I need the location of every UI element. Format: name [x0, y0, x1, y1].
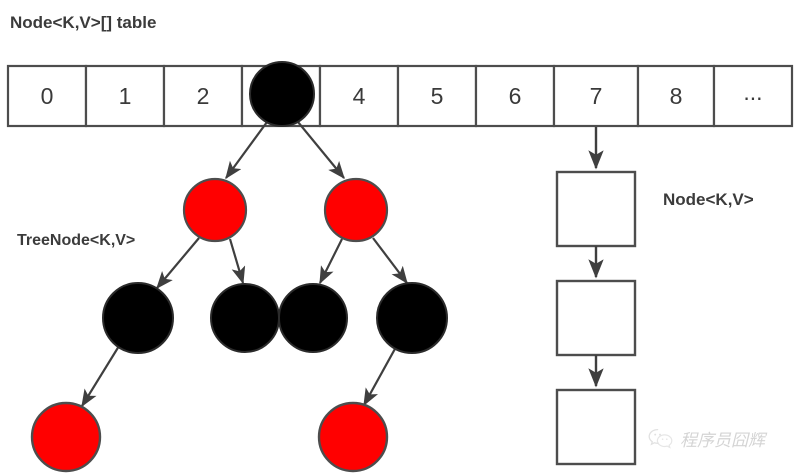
table-cell-0[interactable]	[6, 64, 88, 128]
tree-node-black-1[interactable]	[102, 282, 174, 354]
linked-list-chain	[555, 127, 637, 466]
tree-node-left-red[interactable]	[182, 177, 248, 243]
tree-nodes	[30, 61, 448, 473]
wechat-icon	[648, 428, 673, 449]
tree-node-black-4[interactable]	[376, 282, 448, 354]
table-cell-label-6: 6	[508, 83, 522, 109]
table-cell-label-9: ...	[743, 79, 763, 105]
node-label: Node<K,V>	[663, 190, 754, 209]
table-cell-6[interactable]	[474, 64, 556, 128]
edge-right-red-to-black-3	[319, 238, 343, 285]
table-cell-9[interactable]	[712, 64, 794, 128]
edge-right-red-to-black-4	[372, 237, 408, 285]
table-cell-4[interactable]	[318, 64, 400, 128]
table-cell-label-8: 8	[669, 83, 683, 109]
watermark: 程序员囧辉	[648, 426, 765, 451]
edge-root-to-left-red	[225, 121, 268, 180]
table-cell-label-4: 4	[352, 83, 366, 109]
linked-list-node-2[interactable]	[555, 279, 637, 357]
table-cell-label-0: 0	[40, 83, 54, 109]
watermark-text: 程序员囧辉	[680, 431, 765, 451]
tree-node-red-leaf-right[interactable]	[317, 401, 389, 473]
table-cell-label-5: 5	[430, 83, 444, 109]
edge-black-4-to-red-leaf-right	[363, 346, 397, 407]
table-cell-label-2: 2	[196, 83, 210, 109]
table-cell-5[interactable]	[396, 64, 478, 128]
treenode-label: TreeNode<K,V>	[17, 232, 136, 249]
linked-list-node-3[interactable]	[555, 388, 637, 466]
table-cell-2[interactable]	[162, 64, 244, 128]
edge-left-red-to-black-1	[156, 237, 200, 290]
edge-left-red-to-black-2	[228, 238, 246, 285]
table-cell-1[interactable]	[84, 64, 166, 128]
table-cell-8[interactable]	[636, 64, 716, 128]
tree-node-black-2[interactable]	[210, 283, 280, 353]
tree-edges	[81, 121, 408, 408]
edge-root-to-right-red	[297, 121, 345, 180]
table-cell-label-1: 1	[118, 83, 132, 109]
table-cell-7[interactable]	[552, 64, 640, 128]
page-title: Node<K,V>[] table	[10, 13, 157, 32]
tree-node-black-3[interactable]	[278, 283, 348, 353]
tree-node-red-leaf-left[interactable]	[30, 401, 102, 473]
edge-black-1-to-red-leaf-left	[81, 345, 120, 408]
linked-list-node-1[interactable]	[555, 170, 637, 248]
tree-node-right-red[interactable]	[323, 177, 389, 243]
table-cell-label-7: 7	[589, 83, 603, 109]
tree-node-root-black[interactable]	[249, 61, 315, 127]
